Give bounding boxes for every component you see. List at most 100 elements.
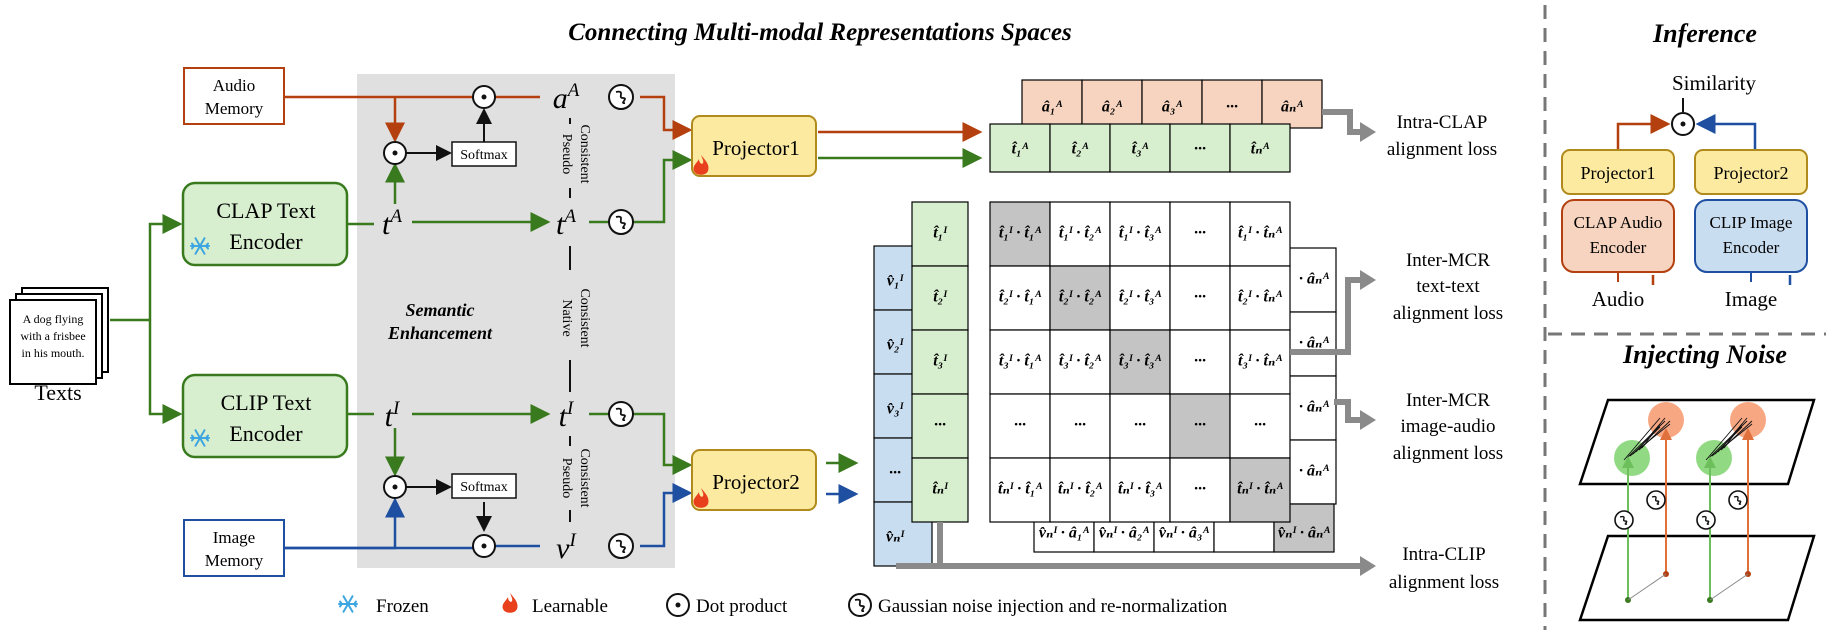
image-audio-similarity-label: v̂ₙᴵ · â₃ᴬ <box>1159 525 1210 542</box>
inference-projector2-label: Projector2 <box>1714 163 1789 183</box>
loss-intra-clap-line2: alignment loss <box>1387 139 1497 160</box>
pseudo-consistent-bottom-line1: Pseudo <box>559 458 574 498</box>
inference-clap-audio-encoder <box>1561 199 1675 273</box>
clip-text-embedding-cell <box>911 393 969 459</box>
text-text-similarity-cell <box>1229 329 1291 395</box>
clip-text-embedding-label: t̂₃ᴵ <box>933 353 948 370</box>
texts-caption: Texts <box>34 380 81 405</box>
loss-inter-tt-line1: Inter-MCR <box>1406 250 1490 271</box>
audio-embedding-cell <box>1261 79 1323 129</box>
inference-clip-image-line2: Encoder <box>1723 238 1780 257</box>
side-similarity-label: · âₙᴬ <box>1299 271 1329 288</box>
legend-dot-icon <box>666 593 690 617</box>
text-text-similarity-label: t̂ₙᴵ · t̂₂ᴬ <box>1058 481 1102 498</box>
pseudo-consistent-bottom-line2: Consistent <box>577 448 592 507</box>
text-text-similarity-label: t̂₂ᴵ · t̂₁ᴬ <box>999 289 1042 306</box>
audio-embedding-cell <box>1021 79 1083 129</box>
text-text-similarity-cell <box>1109 329 1171 395</box>
text-text-similarity-cell <box>1169 457 1231 523</box>
audio-embedding-label: â₁ᴬ <box>1042 99 1063 116</box>
noise-injection-icon <box>608 401 634 427</box>
text-text-similarity-cell <box>989 393 1051 459</box>
pseudo-consistent-top-line2: Consistent <box>577 124 592 183</box>
text-text-similarity-cell <box>1229 265 1291 331</box>
inference-clap-audio-line1: CLAP Audio <box>1574 213 1663 232</box>
softmax-label: Softmax <box>460 480 507 495</box>
clap-text-embedding-cell <box>1169 123 1231 173</box>
clip-text-embedding-cell <box>911 329 969 395</box>
text-embedding-point <box>1614 440 1650 476</box>
audio-embedding-label: ··· <box>1226 99 1238 116</box>
clap-text-embedding-label: t̂ₙᴬ <box>1251 141 1270 158</box>
var-tI-right: tI <box>559 398 575 433</box>
inference-similarity: Similarity <box>1672 71 1757 95</box>
noise-injection-icon <box>608 84 634 110</box>
inference-clap-audio-line2: Encoder <box>1590 238 1647 257</box>
text-text-similarity-label: ··· <box>1254 417 1266 434</box>
var-aA: aA <box>553 80 580 115</box>
text-to-encoders-arrows <box>110 214 183 424</box>
text-text-similarity-label: ··· <box>1194 481 1206 498</box>
inference-dot-icon <box>1671 112 1695 136</box>
legend-gaussian-noise: Gaussian noise injection and re-normaliz… <box>878 596 1228 617</box>
text-sample-line1: A dog flying <box>23 312 84 326</box>
var-tA-left: tA <box>382 206 402 241</box>
loss-intra-clap-line1: Intra-CLAP <box>1397 112 1488 133</box>
text-sample-line3: in his mouth. <box>21 346 84 360</box>
clap-text-embedding-cell <box>1229 123 1291 173</box>
audio-memory-line2: Memory <box>205 99 264 118</box>
text-text-similarity-label: t̂ₙᴵ · t̂₃ᴬ <box>1118 481 1162 498</box>
text-text-similarity-label: t̂₁ᴵ · t̂ₙᴬ <box>1238 225 1282 242</box>
text-text-similarity-cell <box>1169 201 1231 267</box>
loss-inter-ia-line3: alignment loss <box>1393 443 1503 464</box>
loss-inter-ia-line1: Inter-MCR <box>1406 390 1490 411</box>
clip-text-embedding-label: t̂₂ᴵ <box>933 289 948 306</box>
text-text-similarity-label: ··· <box>1074 417 1086 434</box>
legend-noise-icon <box>848 593 872 617</box>
text-document-icon <box>9 287 109 385</box>
text-text-similarity-label: t̂₃ᴵ · t̂₁ᴬ <box>999 353 1042 370</box>
text-text-similarity-label: t̂₃ᴵ · t̂₃ᴬ <box>1119 353 1162 370</box>
injecting-noise-title: Injecting Noise <box>1622 340 1787 369</box>
clap-text-embedding-cell <box>1049 123 1111 173</box>
clip-text-embedding-label: t̂ₙᴵ <box>932 481 949 498</box>
clap-text-encoder-line2: Encoder <box>229 229 303 254</box>
clap-text-embedding-label: t̂₁ᴬ <box>1012 141 1029 158</box>
legend-flame-icon <box>502 593 518 613</box>
softmax-box-image <box>451 473 517 499</box>
projector-output-arrows <box>818 122 983 504</box>
projector1-label: Projector1 <box>712 136 799 160</box>
injecting-noise-illustration <box>1578 398 1816 622</box>
audio-embedding-label: â₂ᴬ <box>1102 99 1123 116</box>
text-text-similarity-cell <box>1049 265 1111 331</box>
main-title: Connecting Multi-modal Representations S… <box>568 19 1072 46</box>
side-similarity-label: · âₙᴬ <box>1299 335 1329 352</box>
image-embedding-label: v̂ₙᴵ <box>886 529 905 546</box>
clap-text-encoder-line1: CLAP Text <box>216 198 315 223</box>
text-text-similarity-label: t̂ₙᴵ · t̂ₙᴬ <box>1237 481 1283 498</box>
image-audio-similarity-label: v̂ₙᴵ · â₁ᴬ <box>1039 525 1090 542</box>
inference-title: Inference <box>1652 19 1757 48</box>
loss-intra-clip-line1: Intra-CLIP <box>1402 544 1485 565</box>
image-embedding-label: ··· <box>889 465 901 482</box>
inference-audio-label: Audio <box>1592 287 1645 311</box>
text-text-similarity-cell <box>989 201 1051 267</box>
noise-injection-icon <box>608 209 634 235</box>
audio-embedding-label: â₃ᴬ <box>1162 99 1183 116</box>
inference-clip-image-encoder <box>1694 199 1808 273</box>
softmax-arrows <box>406 108 492 532</box>
noise-injection-icons <box>608 84 634 559</box>
loss-inter-ia-line2: image-audio <box>1401 416 1496 437</box>
image-memory-box <box>183 519 285 577</box>
var-tI-left: tI <box>385 398 401 433</box>
side-similarity-label: · âₙᴬ <box>1299 463 1329 480</box>
clip-text-encoder <box>181 373 349 459</box>
inference-projector1-label: Projector1 <box>1581 163 1656 183</box>
audio-embedding-label: âₙᴬ <box>1281 99 1303 116</box>
inference-projector1 <box>1561 149 1675 195</box>
legend-learnable: Learnable <box>532 596 608 617</box>
projector1-box <box>691 115 817 177</box>
clip-text-embedding-cell <box>911 265 969 331</box>
